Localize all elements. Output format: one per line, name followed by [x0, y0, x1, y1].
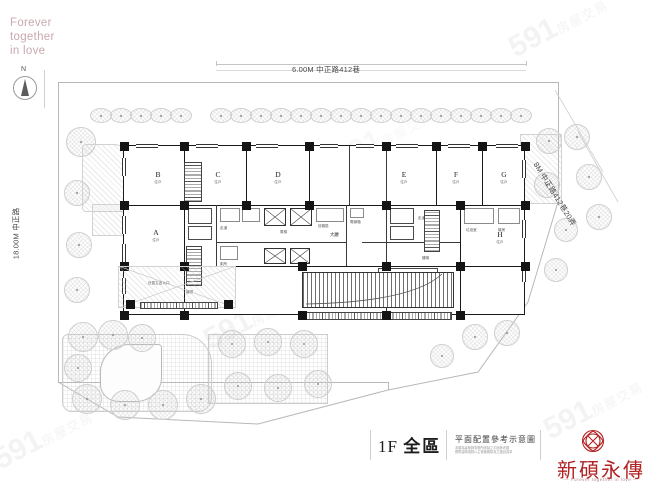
- unit-label-C: C 住戶: [214, 170, 222, 184]
- compass-divider: [44, 70, 45, 108]
- north-arrow-icon: N: [8, 66, 48, 112]
- site-plan: [57, 61, 619, 427]
- trash-room: [464, 208, 494, 224]
- entrance-plaza-pattern: [118, 266, 236, 308]
- brand-tagline-footer: — Forever together in love —: [563, 477, 639, 482]
- elevator-2: [290, 208, 312, 226]
- unit-label-G: G 住戶: [500, 170, 508, 184]
- floor-number: 1F: [378, 437, 398, 456]
- unit-label-E: E 住戶: [400, 170, 408, 184]
- unit-label-A: A 住戶: [152, 228, 160, 242]
- floor-title: 1F 全區: [378, 432, 441, 457]
- machine-room: [498, 208, 520, 224]
- room-label-elevator: 電梯: [280, 230, 288, 234]
- road-label-north: 6.00M 中正路412巷: [292, 65, 361, 74]
- brand-tagline: Forever together in love: [10, 17, 55, 57]
- unit-label-D: D 住戶: [274, 170, 282, 184]
- brand-name: 新碩永傳: [557, 460, 645, 482]
- room-label-corridor: 走道: [220, 226, 228, 230]
- plan-caption: 平面配置參考示意圖: [455, 435, 536, 444]
- room-label-corridor-right: 走道: [418, 216, 426, 220]
- ramp-direction-arc: [305, 273, 443, 305]
- unit-label-H: H 住戶: [496, 230, 504, 244]
- compass-needle: [21, 79, 29, 96]
- service-shaft-1: [264, 248, 286, 264]
- unit-label-F: F 住戶: [452, 170, 460, 184]
- room-label-mail: 信箱區: [318, 224, 329, 228]
- floor-area: 全區: [403, 437, 442, 456]
- stairs-left: [184, 162, 202, 202]
- room-label-lobby: 大廳: [330, 232, 339, 237]
- water-feature: [100, 344, 162, 402]
- footer-bar: 1F 全區 平面配置參考示意圖 本圖為建築師事務所繪製之平面參考圖 實際建築規劃…: [0, 424, 660, 490]
- knot-logo-icon: [581, 429, 605, 453]
- stairs-right: [424, 210, 440, 252]
- room-label-toilet: 廁所: [220, 262, 228, 266]
- room-label-meter: 電錶箱: [350, 220, 361, 224]
- room-label-entrance: 社區主出入口: [148, 281, 170, 285]
- vehicle-ramp: [302, 272, 454, 308]
- meter-box: [350, 208, 364, 218]
- room-label-trash: 垃圾室: [466, 228, 477, 232]
- north-label: N: [21, 66, 27, 73]
- brand-logo: 新碩永傳 — Forever together in love —: [546, 426, 656, 488]
- room-label-machine: 機房: [498, 228, 506, 232]
- entrance-steps: [140, 302, 218, 309]
- plan-disclaimer: 本圖為建築師事務所繪製之平面參考圖 實際建築規劃以主管機關核准之圖說為準: [455, 446, 513, 455]
- road-label-west: 18.00M 中正路: [11, 207, 21, 260]
- room-label-stairs-right: 樓梯: [422, 256, 430, 260]
- watermark: 591房屋交易: [503, 0, 611, 65]
- building-footprint: B 住戶 C 住戶 D 住戶 E 住戶 F 住戶 G 住戶 A 住戶 H: [120, 142, 530, 320]
- toilet: [220, 246, 238, 260]
- room-label-stairs: 樓梯: [186, 290, 193, 295]
- elevator-1: [264, 208, 286, 226]
- bike-parking: [302, 312, 452, 320]
- mail-area: [316, 208, 344, 222]
- unit-label-B: B 住戶: [154, 170, 162, 184]
